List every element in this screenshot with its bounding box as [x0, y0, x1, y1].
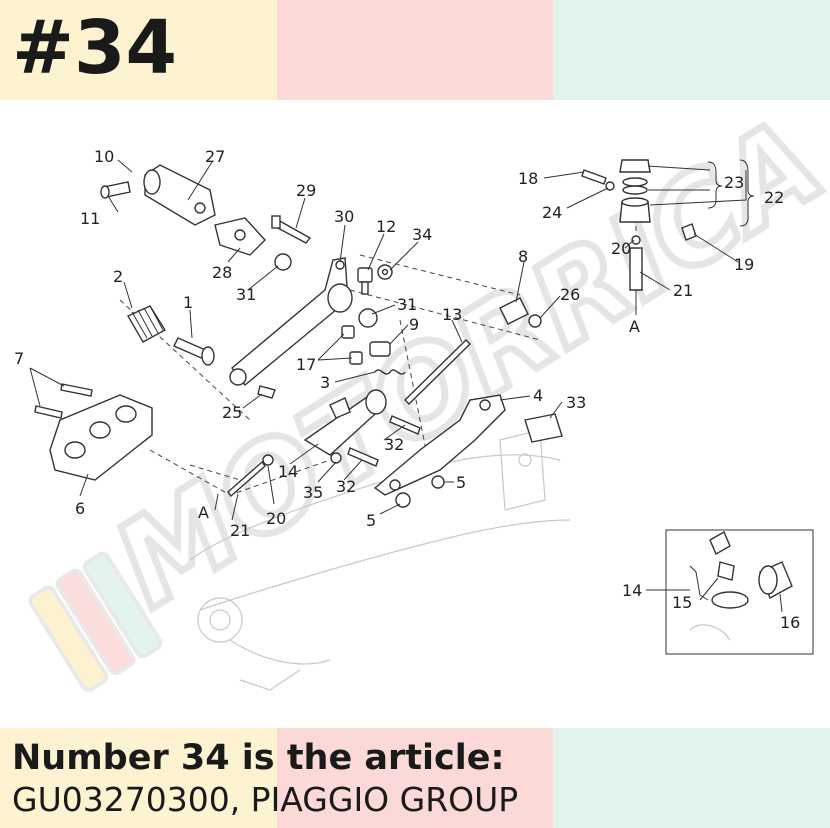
callout-16: 16 — [780, 613, 800, 632]
callout-32: 32 — [384, 435, 404, 454]
clip-part — [257, 385, 276, 399]
marker-a-right: A — [629, 317, 640, 336]
callout-31b: 31 — [397, 295, 417, 314]
callout-31: 31 — [236, 285, 256, 304]
pin-21-part — [227, 460, 266, 498]
bolt-18-part — [581, 169, 607, 185]
callout-34: 34 — [412, 225, 432, 244]
bolt-7b-part — [34, 405, 63, 419]
callout-8: 8 — [518, 247, 528, 266]
callout-5b: 5 — [366, 511, 376, 530]
callout-19: 19 — [734, 255, 754, 274]
callout-10: 10 — [94, 147, 114, 166]
callout-9: 9 — [409, 315, 419, 334]
clip-19-part — [681, 223, 697, 241]
spacer-9-part — [369, 341, 391, 357]
heel-guard-part — [49, 394, 153, 481]
rod-13-part — [404, 339, 471, 405]
top-color-band — [0, 0, 830, 100]
reservoir-part — [619, 159, 651, 223]
master-cylinder-part — [303, 389, 387, 456]
callout-29: 29 — [296, 181, 316, 200]
bolt-12-part — [357, 267, 373, 295]
ring-20-part — [262, 454, 274, 466]
brace-22 — [739, 159, 755, 227]
footpeg-part — [143, 164, 216, 226]
callout-22: 22 — [764, 188, 784, 207]
brake-lever-part — [229, 257, 353, 387]
plate-4-part — [373, 394, 506, 496]
callout-11: 11 — [80, 209, 100, 228]
callout-13: 13 — [442, 305, 462, 324]
brace-23 — [707, 161, 723, 209]
callout-6: 6 — [75, 499, 85, 518]
callout-7: 7 — [14, 349, 24, 368]
leader-lines — [29, 159, 747, 521]
callout-25: 25 — [222, 403, 242, 422]
callout-3: 3 — [320, 373, 330, 392]
nut-35-part — [330, 452, 342, 464]
ring-20b-part — [631, 235, 641, 245]
bolt-part — [271, 215, 312, 244]
callout-26: 26 — [560, 285, 580, 304]
callout-5: 5 — [456, 473, 466, 492]
circlip-part — [274, 253, 292, 271]
bolt-17a-part — [341, 325, 355, 339]
inset-box — [646, 529, 814, 655]
pushrod-part — [173, 337, 215, 366]
callout-21b: 21 — [673, 281, 693, 300]
bolt-7a-part — [60, 383, 93, 397]
callout-18: 18 — [518, 169, 538, 188]
nut-5b-part — [395, 492, 411, 508]
bushing-8-part — [499, 297, 529, 325]
callout-32b: 32 — [336, 477, 356, 496]
callout-labels: 10 27 11 29 30 12 34 28 31 2 1 8 26 31 9… — [14, 147, 800, 632]
callout-20b: 20 — [611, 239, 631, 258]
bolt-32b-part — [347, 447, 379, 467]
spring-boot-part — [127, 305, 166, 343]
marker-a-left: A — [198, 503, 209, 522]
circlip-part-2 — [358, 308, 378, 328]
nut-26-part — [528, 314, 542, 328]
callout-21: 21 — [230, 521, 250, 540]
sleeve-33-part — [524, 413, 563, 443]
callout-4: 4 — [533, 386, 543, 405]
callout-12: 12 — [376, 217, 396, 236]
pin-part — [100, 181, 131, 199]
callout-30: 30 — [334, 207, 354, 226]
page-title: #34 — [12, 5, 177, 91]
bottom-color-band — [0, 728, 830, 828]
callout-2: 2 — [113, 267, 123, 286]
callout-33: 33 — [566, 393, 586, 412]
bracket-part — [214, 217, 266, 256]
caption-heading: Number 34 is the article: — [12, 738, 505, 778]
caption-article: GU03270300, PIAGGIO GROUP — [12, 780, 519, 819]
callout-27: 27 — [205, 147, 225, 166]
nut-5a-part — [431, 475, 445, 489]
spring-3-part — [374, 369, 406, 375]
callout-35: 35 — [303, 483, 323, 502]
callout-23: 23 — [724, 173, 744, 192]
parts-diagram: MOTORRICA — [14, 100, 830, 693]
callout-14: 14 — [278, 462, 298, 481]
callout-20: 20 — [266, 509, 286, 528]
callout-17: 17 — [296, 355, 316, 374]
callout-15: 15 — [672, 593, 692, 612]
callout-24: 24 — [542, 203, 562, 222]
callout-28: 28 — [212, 263, 232, 282]
callout-14-inset: 14 — [622, 581, 642, 600]
hose-21-part — [629, 247, 643, 291]
callout-1: 1 — [183, 293, 193, 312]
